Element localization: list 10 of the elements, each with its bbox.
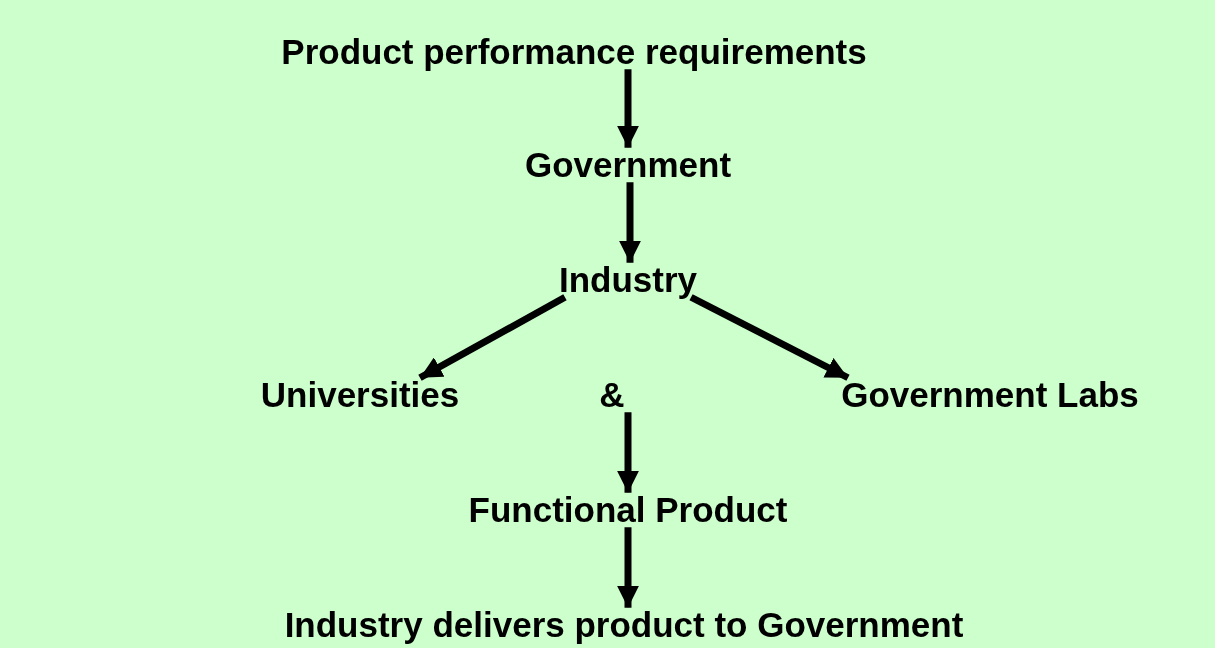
arrow bbox=[418, 294, 567, 381]
node-label: Universities bbox=[260, 375, 460, 415]
node-label: Industry delivers product to Government bbox=[284, 605, 964, 645]
node-label: Government bbox=[524, 145, 732, 185]
node-label: Product performance requirements bbox=[281, 32, 867, 72]
node-label: Government Labs bbox=[841, 375, 1139, 415]
node-label: Functional Product bbox=[468, 490, 788, 530]
node-label: & bbox=[599, 375, 625, 415]
node-label: Industry bbox=[558, 260, 698, 300]
arrow bbox=[689, 294, 850, 381]
